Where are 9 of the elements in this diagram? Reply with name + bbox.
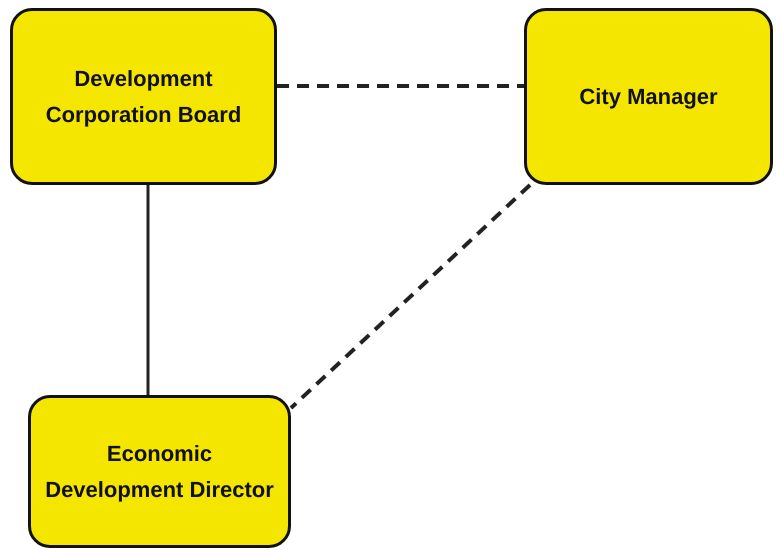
role-box	[28, 395, 291, 548]
role-title: Development Corporation Board	[44, 64, 242, 129]
role-box	[10, 8, 277, 185]
role-box	[524, 8, 773, 185]
role-title: Economic Development Director	[44, 440, 275, 504]
role-title: City Manager	[578, 82, 719, 111]
dashed-connector	[277, 84, 524, 88]
dashed-connector	[290, 184, 532, 410]
connector-line	[146, 185, 150, 395]
